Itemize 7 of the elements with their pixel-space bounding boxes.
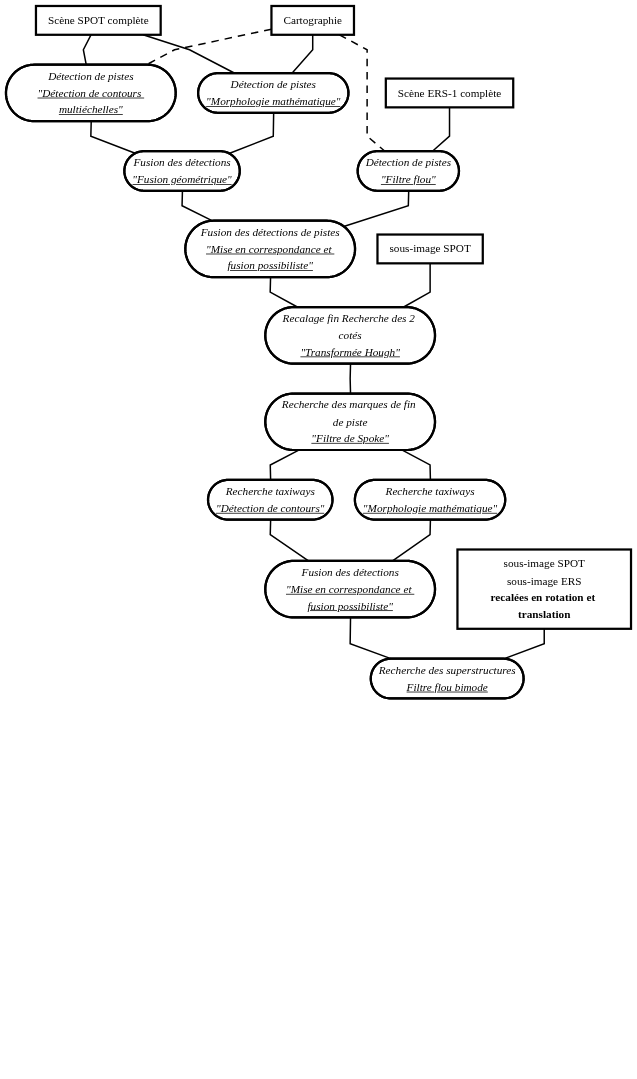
node-box — [384, 77, 515, 109]
node-box — [270, 4, 356, 36]
node-box — [34, 4, 162, 36]
node-box — [376, 233, 484, 265]
connector — [181, 190, 214, 222]
connector — [228, 112, 275, 155]
node-box — [456, 548, 633, 630]
